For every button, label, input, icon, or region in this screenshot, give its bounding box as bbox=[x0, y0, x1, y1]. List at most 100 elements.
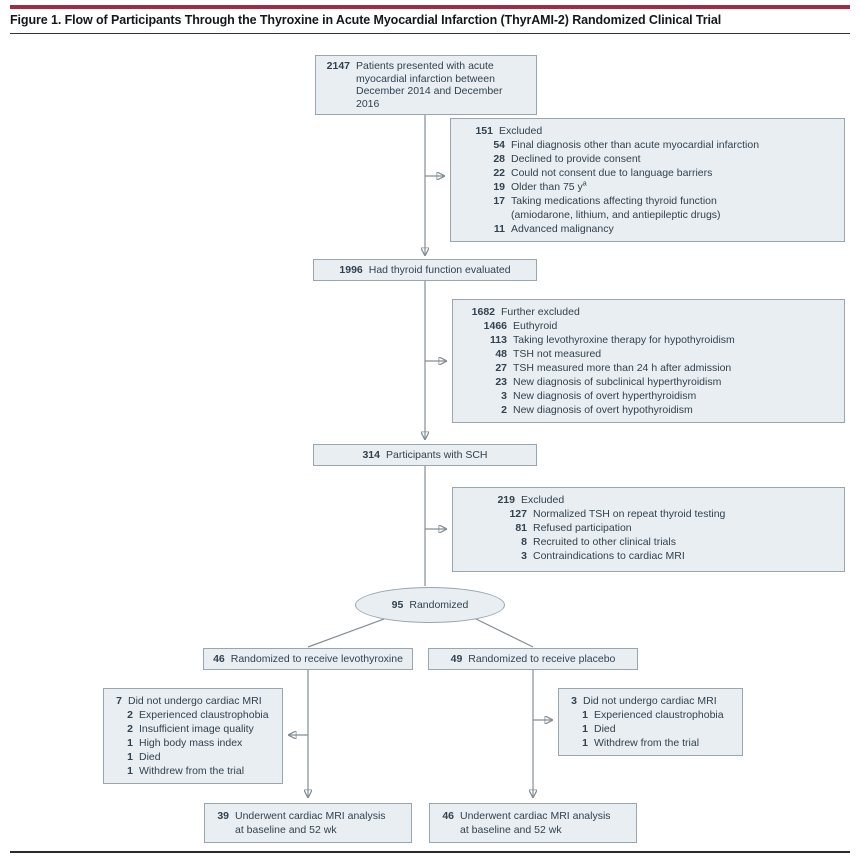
flow-row: 17 Taking medications affecting thyroid f… bbox=[459, 194, 836, 222]
row-label: Randomized to receive levothyroxine bbox=[230, 653, 403, 665]
row-label: Refused participation bbox=[533, 522, 632, 534]
flow-row: 46 Randomized to receive levothyroxine bbox=[213, 652, 403, 666]
count-value: 113 bbox=[490, 334, 507, 346]
row-label: Final diagnosis other than acute myocard… bbox=[511, 139, 760, 151]
row-label: Participants with SCH bbox=[385, 449, 488, 461]
row-label: Euthyroid bbox=[513, 320, 558, 332]
row-label: High body mass index bbox=[139, 737, 243, 749]
count-value: 46 bbox=[442, 810, 454, 822]
row-label: New diagnosis of overt hypothyroidism bbox=[513, 404, 693, 416]
accent-bar bbox=[10, 5, 850, 9]
count-value: 28 bbox=[493, 153, 505, 165]
count-value: 151 bbox=[475, 125, 493, 137]
count-value: 46 bbox=[213, 653, 225, 665]
flow-row: 1 Withdrew from the trial bbox=[567, 736, 734, 750]
row-label: Withdrew from the trial bbox=[594, 737, 700, 749]
count-value: 17 bbox=[493, 195, 505, 207]
flow-row: 1996 Had thyroid function evaluated bbox=[339, 263, 510, 277]
count-value: 2147 bbox=[326, 60, 350, 72]
row-label: Declined to provide consent bbox=[511, 153, 641, 165]
flow-row: 49 Randomized to receive placebo bbox=[451, 652, 616, 666]
count-value: 1 bbox=[127, 737, 133, 749]
count-value: 314 bbox=[362, 449, 380, 461]
flow-row: 127 Normalized TSH on repeat thyroid test… bbox=[481, 507, 836, 521]
flow-row: 314 Participants with SCH bbox=[362, 448, 487, 462]
count-value: 1 bbox=[582, 737, 588, 749]
count-value: 1682 bbox=[471, 306, 495, 318]
flow-row: 1 Experienced claustrophobia bbox=[567, 708, 734, 722]
row-label: Died bbox=[594, 723, 616, 735]
row-label: Advanced malignancy bbox=[511, 223, 614, 235]
flow-row: 19 Older than 75 ya bbox=[459, 180, 836, 194]
count-value: 1 bbox=[582, 709, 588, 721]
title-divider bbox=[10, 33, 850, 34]
row-label: Taking levothyroxine therapy for hypothy… bbox=[513, 334, 735, 346]
row-label: New diagnosis of subclinical hyperthyroi… bbox=[513, 376, 722, 388]
excluded-219-box: 219 Excluded 127 Normalized TSH on repeat t… bbox=[452, 487, 845, 572]
count-value: 1 bbox=[582, 723, 588, 735]
count-value: 81 bbox=[515, 522, 527, 534]
row-label: Did not undergo cardiac MRI bbox=[128, 695, 262, 707]
row-label: Further excluded bbox=[501, 306, 580, 318]
connector-randomized-to-levothyroxine bbox=[307, 618, 385, 648]
flow-row: 113 Taking levothyroxine therapy for hypo… bbox=[461, 333, 836, 347]
count-value: 2 bbox=[127, 709, 133, 721]
figure-title: Figure 1. Flow of Participants Through t… bbox=[10, 13, 722, 27]
flow-row: 219 Excluded bbox=[481, 493, 836, 507]
row-label: Excluded bbox=[499, 125, 543, 137]
count-value: 11 bbox=[493, 223, 505, 235]
row-label: Older than 75 ya bbox=[511, 180, 587, 194]
placebo-arm-box: 49 Randomized to receive placebo bbox=[428, 648, 638, 670]
count-value: 48 bbox=[495, 348, 507, 360]
footnote-marker: a bbox=[582, 180, 587, 188]
bottom-rule bbox=[10, 851, 850, 853]
row-label: Had thyroid function evaluated bbox=[368, 264, 511, 276]
row-label: TSH not measured bbox=[513, 348, 602, 360]
flow-row: 2 Insufficient image quality bbox=[112, 722, 274, 736]
count-value: 54 bbox=[493, 139, 505, 151]
count-value: 3 bbox=[501, 390, 507, 402]
row-label: Normalized TSH on repeat thyroid testing bbox=[533, 508, 726, 520]
flow-row: 54 Final diagnosis other than acute myoca… bbox=[459, 138, 836, 152]
count-value: 1996 bbox=[339, 264, 363, 276]
flow-row: 1 High body mass index bbox=[112, 736, 274, 750]
row-label: Could not consent due to language barrie… bbox=[511, 167, 713, 179]
row-label: Experienced claustrophobia bbox=[594, 709, 724, 721]
flow-row: 28 Declined to provide consent bbox=[459, 152, 836, 166]
count-value: 2 bbox=[127, 723, 133, 735]
count-value: 1 bbox=[127, 751, 133, 763]
row-label: Contraindications to cardiac MRI bbox=[533, 550, 685, 562]
count-value: 19 bbox=[493, 181, 505, 193]
flow-row: 48 TSH not measured bbox=[461, 347, 836, 361]
count-value: 1 bbox=[127, 765, 133, 777]
flow-row: 151 Excluded bbox=[459, 124, 836, 138]
row-label: Randomized to receive placebo bbox=[468, 653, 616, 665]
row-label: Taking medications affecting thyroid fun… bbox=[511, 195, 721, 221]
flow-row: 1 Died bbox=[567, 722, 734, 736]
count-value: 49 bbox=[450, 653, 463, 665]
count-value: 127 bbox=[509, 508, 527, 520]
row-label: Excluded bbox=[521, 494, 565, 506]
count-value: 95 bbox=[391, 599, 404, 611]
count-value: 219 bbox=[497, 494, 515, 506]
row-label: Insufficient image quality bbox=[139, 723, 254, 735]
